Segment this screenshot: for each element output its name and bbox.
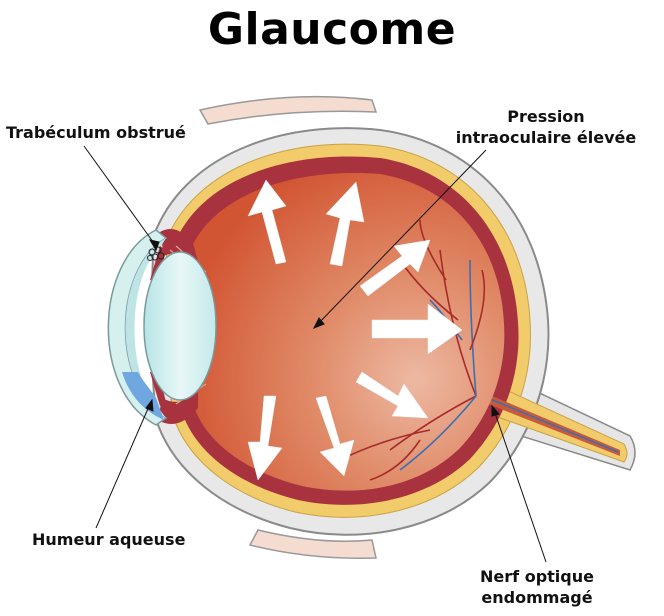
leader-line-humeur <box>95 403 151 529</box>
aqueous-humour <box>122 372 164 420</box>
pressure-arrow <box>247 179 287 265</box>
trabecular-meshwork-obstruction <box>147 246 165 261</box>
lens <box>143 251 217 401</box>
upper-eyelid-fold <box>198 95 378 125</box>
lower-eyelid-fold <box>248 529 377 559</box>
label-pression-line2: intraoculaire élevée <box>455 128 637 147</box>
pressure-arrow <box>247 395 283 481</box>
label-nerf-line2: endommagé <box>481 588 593 607</box>
diagram-title: Glaucome <box>207 4 457 55</box>
leader-line-trabeculum <box>83 145 157 247</box>
label-pression-intraoculaire: Pression intraoculaire élevée <box>430 106 662 148</box>
label-nerf-optique: Nerf optique endommagé <box>452 566 622 608</box>
leader-line-pression <box>315 149 487 327</box>
label-nerf-line1: Nerf optique <box>480 567 594 586</box>
pressure-arrow <box>359 239 431 297</box>
pressure-arrow <box>355 371 429 419</box>
ciliary-body-bottom <box>158 392 198 424</box>
leader-line-nerf <box>493 409 547 563</box>
iris-bottom <box>150 370 166 406</box>
pressure-arrow <box>371 303 463 355</box>
label-trabeculum-obstrue: Trabéculum obstrué <box>6 123 186 142</box>
iris-top <box>150 246 166 282</box>
pressure-arrow <box>315 395 355 477</box>
pressure-arrows <box>247 179 463 481</box>
label-humeur-aqueuse: Humeur aqueuse <box>32 530 186 549</box>
label-pression-line1: Pression <box>507 107 585 126</box>
pressure-arrow <box>325 181 365 267</box>
